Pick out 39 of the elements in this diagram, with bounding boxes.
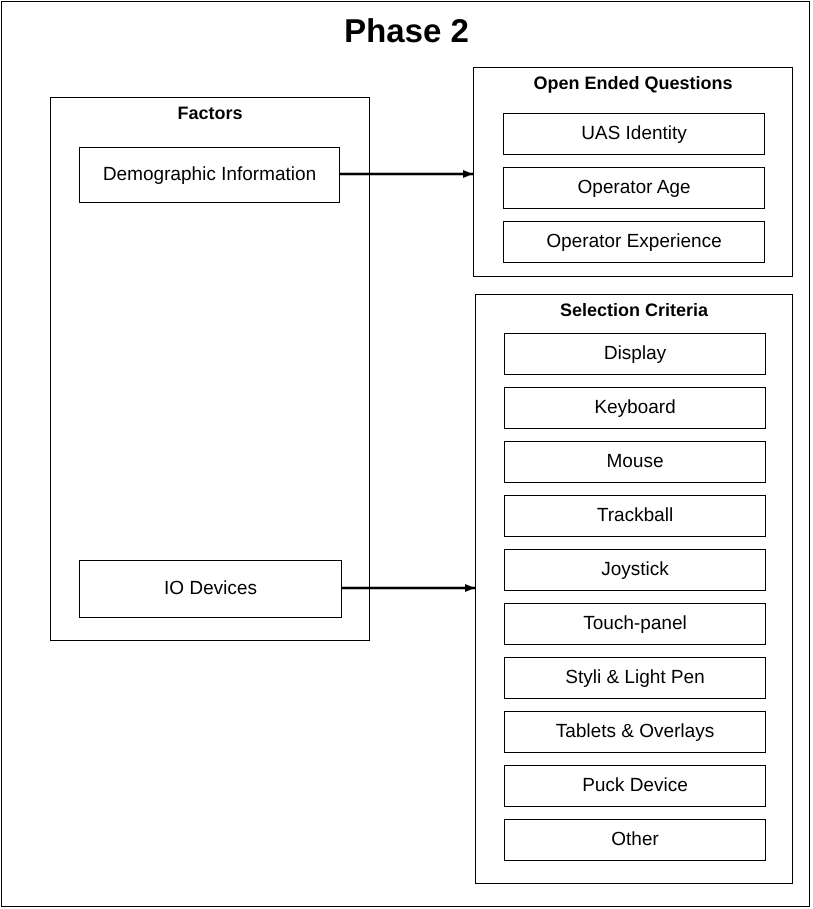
item-label: Touch-panel bbox=[583, 613, 687, 635]
item-label: Keyboard bbox=[594, 397, 676, 419]
item-box bbox=[504, 549, 766, 591]
item-box bbox=[503, 113, 765, 155]
item-box bbox=[504, 387, 766, 429]
item-label: Joystick bbox=[601, 559, 669, 581]
item-label: Display bbox=[604, 343, 666, 365]
item-box bbox=[503, 221, 765, 263]
item-box bbox=[504, 603, 766, 645]
group-box bbox=[473, 67, 793, 277]
item-box bbox=[504, 765, 766, 807]
item-box bbox=[504, 657, 766, 699]
group-heading: Factors bbox=[176, 103, 244, 124]
item-label: Tablets & Overlays bbox=[556, 721, 714, 743]
item-label: UAS Identity bbox=[581, 123, 687, 145]
group-heading: Open Ended Questions bbox=[532, 73, 734, 94]
item-box bbox=[503, 167, 765, 209]
item-label: Operator Age bbox=[577, 177, 691, 199]
item-label: IO Devices bbox=[164, 578, 257, 600]
item-box bbox=[504, 441, 766, 483]
item-box bbox=[79, 560, 342, 618]
item-label: Puck Device bbox=[582, 775, 688, 797]
item-box bbox=[504, 819, 766, 861]
arrow bbox=[341, 584, 475, 592]
arrow bbox=[339, 170, 473, 178]
item-label: Mouse bbox=[606, 451, 664, 473]
item-label: Styli & Light Pen bbox=[565, 667, 705, 689]
item-label: Operator Experience bbox=[546, 231, 722, 253]
item-label: Demographic Information bbox=[102, 164, 316, 186]
item-box bbox=[504, 711, 766, 753]
item-label: Other bbox=[611, 829, 659, 851]
group-box bbox=[50, 97, 370, 641]
item-label: Trackball bbox=[596, 505, 674, 527]
item-box bbox=[504, 333, 766, 375]
group-heading: Selection Criteria bbox=[558, 300, 710, 321]
group-box bbox=[475, 294, 793, 884]
item-box bbox=[79, 147, 340, 203]
item-box bbox=[504, 495, 766, 537]
diagram-title: Phase 2 bbox=[343, 12, 470, 50]
